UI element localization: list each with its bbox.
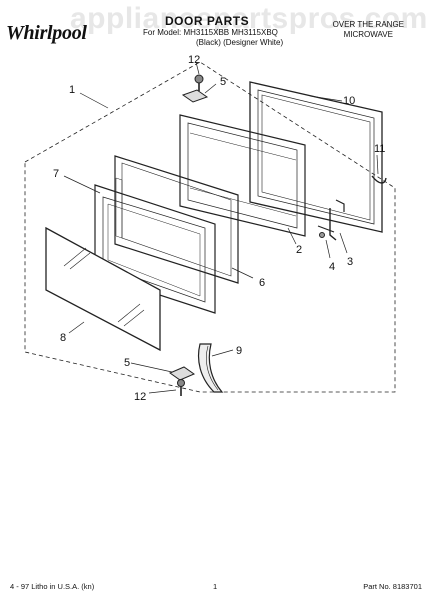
model-numbers: For Model: MH3115XBB MH3115XBQ <box>143 28 278 37</box>
part-screw-bottom <box>177 379 185 396</box>
callout-9: 9 <box>236 345 242 357</box>
part-bracket-top <box>181 89 209 103</box>
callout-7: 7 <box>53 168 59 180</box>
part-door-panel <box>94 184 216 314</box>
assembly-boundary <box>24 61 396 393</box>
callout-1: 1 <box>69 84 75 96</box>
page-title: DOOR PARTS <box>165 14 250 28</box>
product-type-line1: OVER THE RANGE <box>332 20 404 29</box>
part-latch-hooks <box>317 199 345 241</box>
part-actuator <box>371 175 387 184</box>
part-screw-top <box>194 74 204 91</box>
callout-12-bottom: 12 <box>134 391 146 403</box>
product-type: OVER THE RANGE MICROWAVE <box>333 20 404 40</box>
part-bracket-bottom <box>168 366 196 381</box>
brand-logo: Whirlpool <box>6 22 87 44</box>
part-door-frame-assembly <box>114 155 239 284</box>
footer-page-number: 1 <box>213 582 218 591</box>
callout-10: 10 <box>343 95 355 107</box>
watermark: appliancepartspros.com <box>70 2 428 35</box>
color-variants: (Black) (Designer White) <box>196 38 284 47</box>
callout-5-bottom: 5 <box>124 357 130 369</box>
callout-3: 3 <box>347 256 353 268</box>
part-door-frame <box>249 81 383 233</box>
footer-litho: 4 - 97 Litho in U.S.A. (kn) <box>10 582 95 591</box>
part-outer-glass <box>45 226 161 352</box>
callout-11: 11 <box>374 143 385 155</box>
leader-lines <box>63 61 379 394</box>
callout-2: 2 <box>296 244 302 256</box>
part-inner-panel <box>179 114 306 237</box>
callout-5-top: 5 <box>220 76 226 88</box>
part-door-handle-edge <box>206 345 219 391</box>
callout-12-top: 12 <box>188 54 200 66</box>
callout-8: 8 <box>60 332 66 344</box>
product-type-line2: MICROWAVE <box>343 30 393 39</box>
callout-6: 6 <box>259 277 265 289</box>
footer-part-number: Part No. 8183701 <box>363 582 422 591</box>
callout-4: 4 <box>329 261 335 273</box>
part-callouts: 1 2 3 4 5 5 6 7 8 9 10 11 12 12 <box>53 54 385 403</box>
part-door-handle <box>197 343 224 393</box>
